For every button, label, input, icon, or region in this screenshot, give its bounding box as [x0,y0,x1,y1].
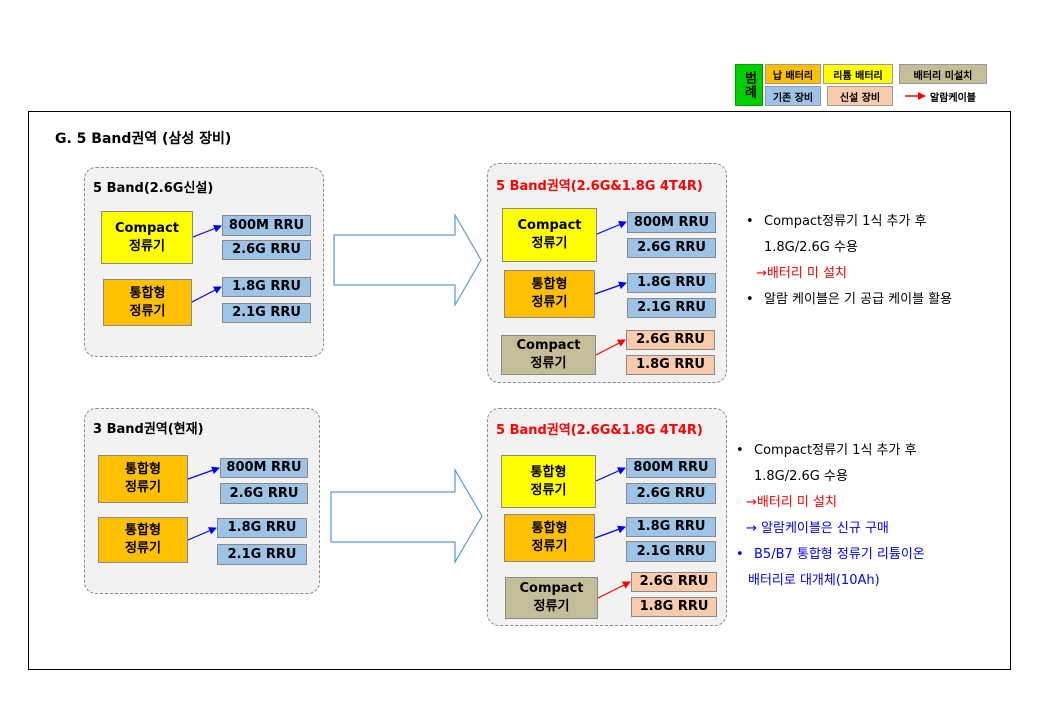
bullet-dot: • [736,547,744,562]
top-before-rru-1.8g: 1.8G RRU [222,277,311,297]
bottom-before-rru-2.1g: 2.1G RRU [217,544,307,565]
legend-alarm-cable-label: 알람케이블 [930,93,976,104]
legend-title-text: 범례 [741,71,757,99]
bottom-note-3: →배터리 미 설치 [736,490,925,516]
top-note-2: 1.8G/2.6G 수용 [746,235,952,261]
top-note-4: • 알람 케이블은 기 공급 케이블 활용 [746,287,952,313]
top-after-title: 5 Band권역(2.6G&1.8G 4T4R) [496,179,703,194]
top-after-new-compact-rectifier: Compact 정류기 [501,335,596,375]
bottom-after-new-compact-rectifier: Compact 정류기 [505,577,598,619]
bottom-note-2-text: 1.8G/2.6G 수용 [754,469,848,484]
top-after-rru-800m: 800M RRU [627,212,716,233]
bottom-after-integrated-rectifier-1: 통합형 정류기 [501,455,596,508]
bottom-notes: • Compact정류기 1식 추가 후 1.8G/2.6G 수용 →배터리 미… [736,438,925,594]
bottom-before-rru-800m: 800M RRU [220,458,308,478]
bottom-before-rru-2.6g: 2.6G RRU [220,483,308,504]
top-before-compact-rectifier: Compact 정류기 [101,211,193,264]
bottom-after-rru-1.8g: 1.8G RRU [626,517,716,537]
bottom-after-rru-800m: 800M RRU [626,458,716,478]
bottom-note-4: → 알람케이블은 신규 구매 [736,516,925,542]
top-arrow-label: 소형정류기 1식 추가 [364,245,424,278]
bottom-note-5-text: B5/B7 통합형 정류기 리튬이온 [754,547,925,562]
bottom-before-integrated-rectifier-2: 통합형 정류기 [98,517,188,563]
top-before-rru-800m: 800M RRU [222,215,311,236]
top-notes: • Compact정류기 1식 추가 후 1.8G/2.6G 수용 →배터리 미… [746,209,952,313]
bottom-after-integrated-rectifier-2: 통합형 정류기 [504,514,595,562]
bullet-dot: • [746,292,754,307]
top-note-2-text: 1.8G/2.6G 수용 [764,240,858,255]
main-frame [28,111,1011,670]
top-before-integrated-rectifier: 통합형 정류기 [103,279,192,326]
legend-lead-battery: 납 배터리 [765,64,821,84]
bottom-before-integrated-rectifier-1: 통합형 정류기 [98,455,188,503]
legend-existing-equipment: 기존 장비 [765,86,821,106]
top-after-integrated-rectifier: 통합형 정류기 [504,270,595,318]
bottom-note-6-text: 배터리로 대개체(10Ah) [748,573,880,588]
top-note-3: →배터리 미 설치 [746,261,952,287]
bottom-after-rru-2.1g: 2.1G RRU [626,541,716,562]
top-after-rru-new-2.6g: 2.6G RRU [626,330,715,350]
bottom-note-5: • B5/B7 통합형 정류기 리튬이온 [736,542,925,568]
top-after-rru-2.6g: 2.6G RRU [627,238,716,258]
bottom-note-4-text: → 알람케이블은 신규 구매 [746,521,889,536]
top-after-compact-rectifier: Compact 정류기 [502,208,597,262]
page-title: G. 5 Band권역 (삼성 장비) [55,131,232,147]
bottom-after-title: 5 Band권역(2.6G&1.8G 4T4R) [496,423,703,438]
bottom-before-rru-1.8g: 1.8G RRU [217,518,307,538]
bottom-note-3-text: →배터리 미 설치 [746,495,837,510]
bottom-after-rru-new-2.6g: 2.6G RRU [631,572,717,592]
top-before-rru-2.1g: 2.1G RRU [222,303,311,323]
bottom-note-1: • Compact정류기 1식 추가 후 [736,438,925,464]
top-note-3-text: →배터리 미 설치 [756,266,847,281]
bottom-after-rru-new-1.8g: 1.8G RRU [631,597,717,617]
bottom-note-1-text: Compact정류기 1식 추가 후 [754,443,917,458]
legend-lithium-battery: 리튬 배터리 [823,64,893,84]
top-after-rru-2.1g: 2.1G RRU [627,298,716,318]
bottom-after-rru-2.6g: 2.6G RRU [626,483,716,504]
top-before-title: 5 Band(2.6G신설) [93,181,214,196]
bottom-arrow-label: 소형정류기 1식 추가 [364,497,424,530]
bottom-before-title: 3 Band권역(현재) [93,422,204,437]
top-after-rru-new-1.8g: 1.8G RRU [626,355,715,375]
bullet-dot: • [746,214,754,229]
legend-title: 범례 [735,64,763,106]
top-note-4-text: 알람 케이블은 기 공급 케이블 활용 [764,292,953,307]
bullet-dot: • [736,443,744,458]
top-note-1-text: Compact정류기 1식 추가 후 [764,214,927,229]
top-before-rru-2.6g: 2.6G RRU [222,240,311,260]
legend-new-equipment: 신설 장비 [827,86,893,106]
bottom-note-6: 배터리로 대개체(10Ah) [736,568,925,594]
top-note-1: • Compact정류기 1식 추가 후 [746,209,952,235]
legend-no-battery: 배터리 미설치 [899,64,987,84]
top-after-rru-1.8g: 1.8G RRU [627,273,716,293]
bottom-note-2: 1.8G/2.6G 수용 [736,464,925,490]
